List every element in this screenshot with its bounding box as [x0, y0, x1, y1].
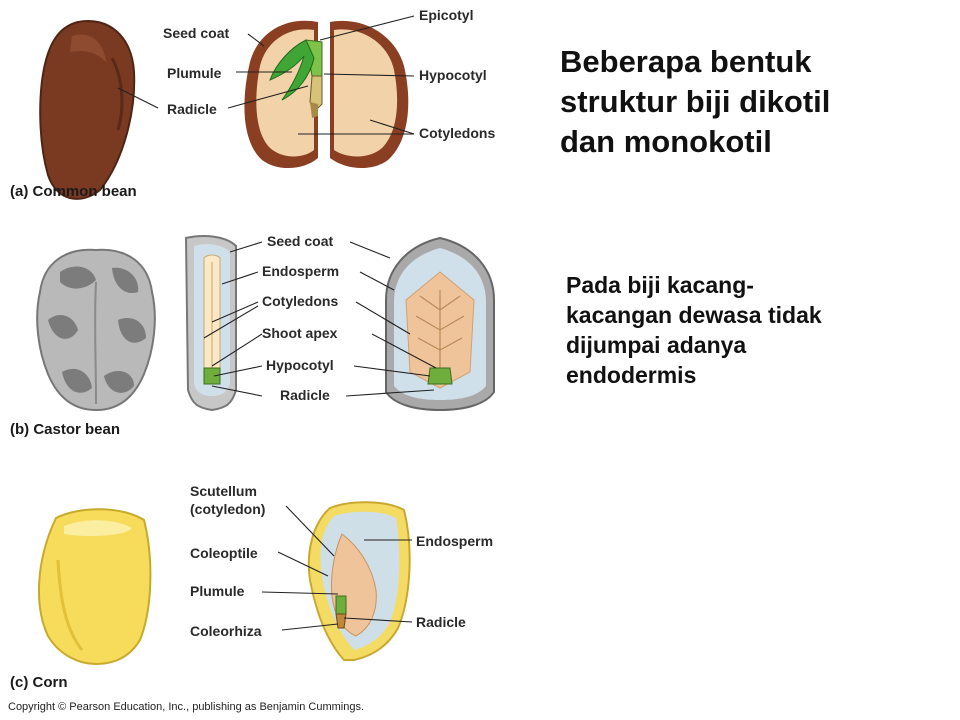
label-radicle: Radicle	[167, 101, 217, 117]
common-bean-panel: Seed coat Plumule Radicle Epicotyl Hypoc…	[10, 7, 495, 200]
label-plumule: Plumule	[167, 65, 222, 81]
label-cotyledons: Cotyledons	[419, 125, 495, 141]
corn-panel: Scutellum (cotyledon) Coleoptile Plumule…	[10, 483, 493, 691]
caption-common-bean: (a) Common bean	[10, 183, 137, 200]
label-epicotyl: Epicotyl	[419, 7, 473, 23]
label-plumule: Plumule	[190, 583, 245, 599]
label-seed-coat: Seed coat	[267, 233, 333, 249]
label-radicle: Radicle	[416, 614, 466, 630]
label-shoot-apex: Shoot apex	[262, 325, 338, 341]
label-scutellum: Scutellum	[190, 483, 257, 499]
label-coleorhiza: Coleorhiza	[190, 623, 262, 639]
label-radicle: Radicle	[280, 387, 330, 403]
corn-kernel-section	[309, 502, 410, 660]
caption-corn: (c) Corn	[10, 674, 68, 691]
castor-bean-panel: Seed coat Endosperm Cotyledons Shoot ape…	[10, 233, 494, 438]
label-endosperm: Endosperm	[262, 263, 339, 279]
label-scutellum-cotyledon: (cotyledon)	[190, 501, 265, 517]
note-line: kacangan dewasa tidak	[566, 300, 946, 330]
label-hypocotyl: Hypocotyl	[266, 357, 334, 373]
label-seed-coat: Seed coat	[163, 25, 229, 41]
title-line: dan monokotil	[560, 122, 950, 162]
common-bean-exterior	[40, 21, 134, 199]
castor-bean-exterior	[37, 250, 155, 410]
note-line: Pada biji kacang-	[566, 270, 946, 300]
label-cotyledons: Cotyledons	[262, 293, 338, 309]
title-line: struktur biji dikotil	[560, 82, 950, 122]
corn-kernel-exterior	[39, 509, 150, 664]
note-line: dijumpai adanya	[566, 330, 946, 360]
copyright-notice: Copyright © Pearson Education, Inc., pub…	[8, 701, 364, 713]
label-coleoptile: Coleoptile	[190, 545, 258, 561]
common-bean-section	[244, 21, 408, 168]
note-text: Pada biji kacang- kacangan dewasa tidak …	[566, 270, 946, 390]
title-line: Beberapa bentuk	[560, 42, 950, 82]
castor-bean-front-section	[386, 238, 494, 410]
note-line: endodermis	[566, 360, 946, 390]
label-endosperm: Endosperm	[416, 533, 493, 549]
caption-castor-bean: (b) Castor bean	[10, 421, 120, 438]
slide-title: Beberapa bentuk struktur biji dikotil da…	[560, 42, 950, 162]
label-hypocotyl: Hypocotyl	[419, 67, 487, 83]
